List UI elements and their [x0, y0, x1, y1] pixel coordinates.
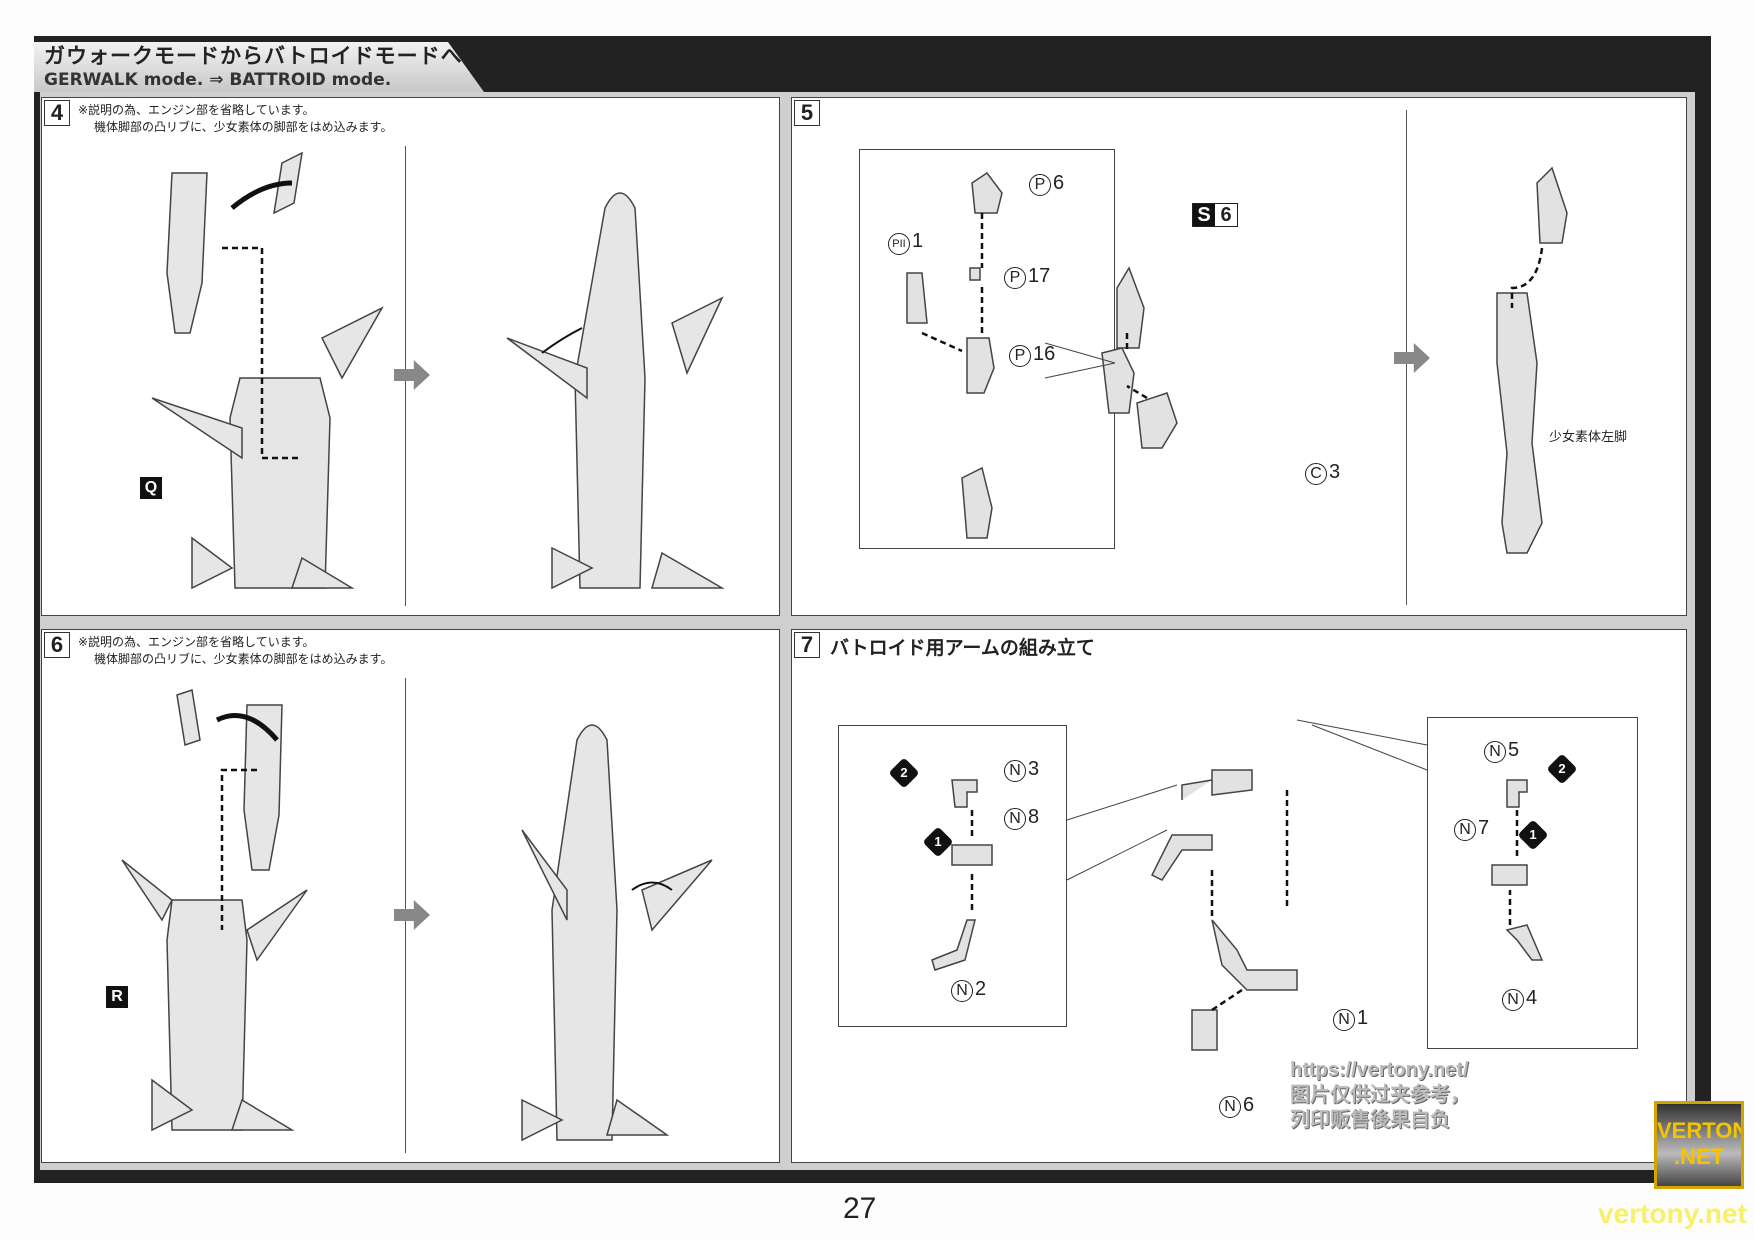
step-number: 5 [794, 100, 820, 126]
detail-inset [859, 149, 1115, 549]
note-line: ※説明の為、エンジン部を省略しています。 [78, 103, 315, 117]
leg-part [243, 704, 283, 871]
leg-part [1496, 292, 1543, 554]
watermark-site: vertony.net [1598, 1198, 1747, 1229]
page-number: 27 [843, 1192, 877, 1225]
assembly-illustration [906, 166, 1568, 554]
header-tab [34, 42, 484, 92]
arm-part [1211, 919, 1298, 991]
assembly-illustration [151, 151, 725, 590]
watermark-line: 图片仅供过夹参考， [1290, 1084, 1470, 1106]
leg-part [166, 172, 208, 334]
step-6-panel: 6 ※説明の為、エンジン部を省略しています。機体脚部の凸リブに、少女素体の脚部を… [41, 629, 780, 1163]
order-badge-1: 1 [922, 826, 954, 858]
body-part [166, 899, 248, 1131]
order-badge-2: 2 [888, 757, 920, 789]
part-tag-r: R [106, 986, 128, 1008]
detail-inset-right [1427, 717, 1638, 1049]
logo-line: VERTONY [1657, 1118, 1741, 1143]
assembly-illustration [931, 719, 1544, 1051]
order-badge-1: 1 [1517, 819, 1549, 851]
watermark-text: https://vertony.net/图片仅供过夹参考， 列印贩售後果自负 [1290, 1058, 1470, 1133]
logo-line: .NET [1673, 1144, 1725, 1169]
assembly-illustration [121, 689, 713, 1142]
step-number: 7 [794, 632, 820, 658]
step-4-panel: 4 ※説明の為、エンジン部を省略しています。機体脚部の凸リブに、少女素体の脚部を… [41, 97, 780, 616]
step-number: 4 [44, 100, 70, 126]
section-title-jp: ガウォークモードからバトロイドモードへ [44, 44, 463, 68]
figure-caption: 少女素体左脚 [1549, 429, 1628, 444]
step-title: バトロイド用アームの組み立て [830, 637, 1095, 659]
step-number: 6 [44, 632, 70, 658]
body-part [229, 377, 331, 589]
robot-part [574, 192, 646, 589]
step-note: ※説明の為、エンジン部を省略しています。機体脚部の凸リブに、少女素体の脚部をはめ… [78, 634, 392, 668]
note-line: 機体脚部の凸リブに、少女素体の脚部をはめ込みます。 [94, 652, 393, 666]
section-title-en: GERWALK mode. ⇒ BATTROID mode. [44, 70, 392, 90]
detail-inset-left [838, 725, 1067, 1027]
watermark-logo: VERTONY.NET [1654, 1101, 1744, 1189]
watermark-line: 列印贩售後果自负 [1290, 1109, 1450, 1131]
watermark-line: https://vertony.net/ [1290, 1059, 1469, 1081]
order-badge-2: 2 [1546, 753, 1578, 785]
robot-part [551, 724, 618, 1141]
step-note: ※説明の為、エンジン部を省略しています。機体脚部の凸リブに、少女素体の脚部をはめ… [78, 102, 392, 136]
part-tag-q: Q [140, 477, 162, 499]
note-line: ※説明の為、エンジン部を省略しています。 [78, 635, 315, 649]
note-line: 機体脚部の凸リブに、少女素体の脚部をはめ込みます。 [94, 120, 393, 134]
